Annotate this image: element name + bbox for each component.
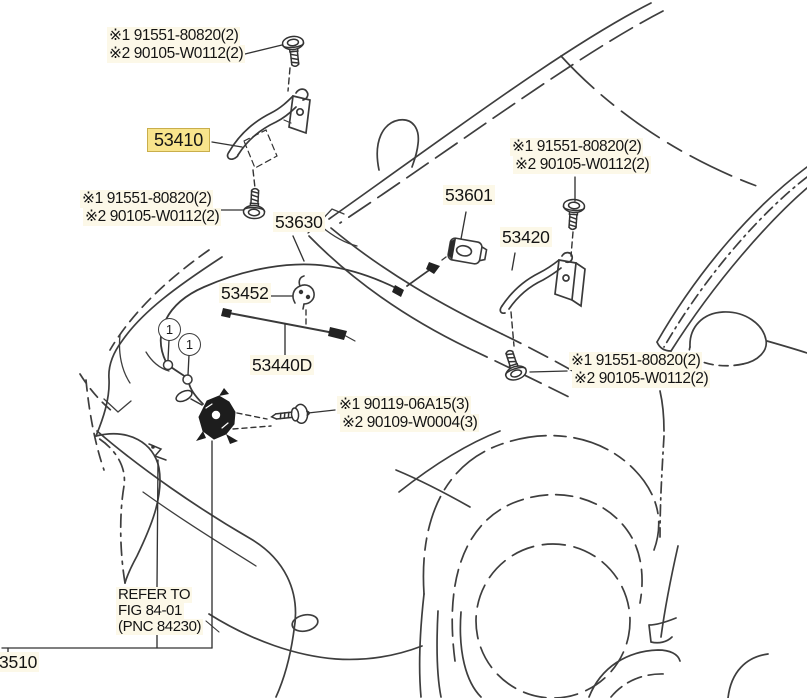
part-label-hood-lock-partial[interactable]: 3510 — [0, 652, 40, 672]
label-bolt-right-low-row2[interactable]: ※2 90105-W0112(2) — [572, 370, 711, 388]
bolt-icon-right-top — [561, 198, 586, 231]
part-label-support-rod[interactable]: 53440D — [250, 355, 315, 375]
rod-hook-clamp — [292, 275, 315, 329]
callout-circle-1a: 1 — [158, 318, 181, 341]
part-label-hood-hinge-lh[interactable]: 53410 — [147, 128, 211, 152]
refer-note-row1: REFER TO — [116, 586, 193, 603]
label-bolt-right-low-row1[interactable]: ※1 91551-80820(2) — [569, 352, 703, 370]
assembly-alignment-dashes — [232, 67, 574, 430]
bumper-clip-part — [148, 443, 167, 461]
car-body-outline — [79, 2, 807, 698]
screw-grommet-icon-center — [270, 403, 310, 425]
label-bolt-left-row1[interactable]: ※1 91551-80820(2) — [80, 190, 214, 208]
label-bolt-left-row2[interactable]: ※2 90105-W0112(2) — [83, 208, 222, 226]
leader-lines — [1, 44, 576, 662]
label-bolt-right-top-row1[interactable]: ※1 91551-80820(2) — [510, 138, 644, 156]
label-screw-center-row1[interactable]: ※1 90119-06A15(3) — [337, 396, 471, 414]
label-bolt-top-row1[interactable]: ※1 91551-80820(2) — [107, 27, 241, 45]
bolt-icon-top — [281, 34, 307, 69]
part-label-release-cable[interactable]: 53630 — [273, 212, 325, 232]
hood-hinge-rh-53420 — [499, 251, 586, 314]
label-bolt-right-top-row2[interactable]: ※2 90105-W0112(2) — [513, 156, 652, 174]
bolt-icon-left — [242, 187, 267, 220]
callout-circle-1b: 1 — [178, 333, 201, 356]
label-screw-center-row2[interactable]: ※2 90109-W0004(3) — [340, 414, 480, 432]
hood-lock-assembly — [175, 388, 238, 444]
refer-note-row2: FIG 84-01 — [116, 602, 184, 619]
part-label-rod-hook[interactable]: 53452 — [219, 283, 271, 303]
refer-note-row3: (PNC 84230) — [116, 618, 204, 635]
hood-support-rod — [221, 308, 356, 342]
hood-hinge-lh-53410 — [226, 88, 311, 160]
label-bolt-top-row2[interactable]: ※2 90105-W0112(2) — [107, 45, 246, 63]
cable-grommet-53601 — [447, 237, 488, 265]
part-label-hood-hinge-rh[interactable]: 53420 — [500, 227, 552, 247]
part-label-cable-grommet[interactable]: 53601 — [443, 185, 495, 205]
